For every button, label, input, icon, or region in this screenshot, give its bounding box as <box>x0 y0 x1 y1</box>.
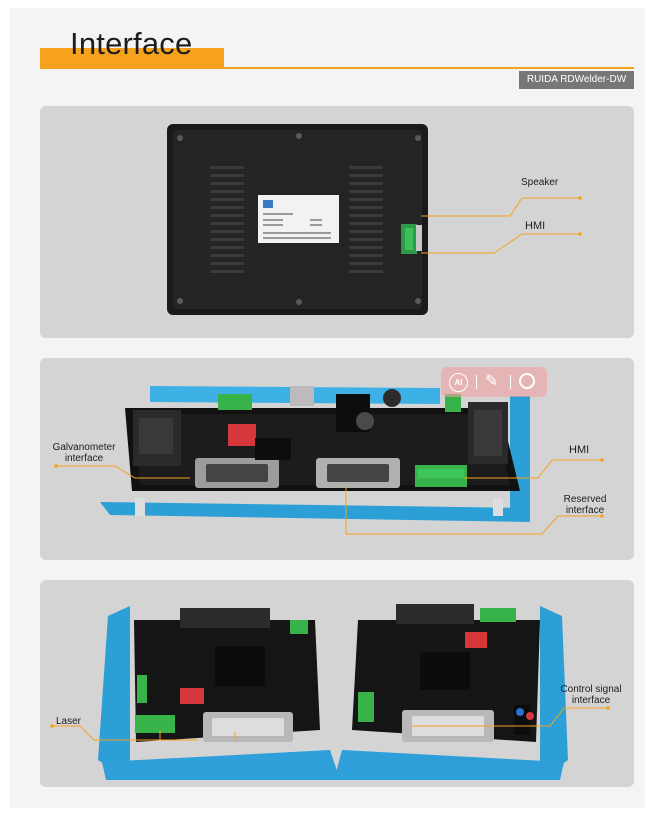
board-front-panel: AI ✎ Galvanometer interface HMI Reserved… <box>40 358 634 560</box>
search-icon[interactable] <box>519 373 535 389</box>
hmi-back-illustration <box>167 124 582 315</box>
speaker-callout-label: Speaker <box>521 177 559 188</box>
board-sides-panel: Laser Control signal interface <box>40 580 634 787</box>
page-title: Interface <box>70 26 193 61</box>
toolbar-divider <box>476 375 477 389</box>
hmi-callout-label: HMI <box>569 444 590 456</box>
title-underline <box>224 67 634 69</box>
hmi-back-panel: Speaker HMI <box>40 106 634 338</box>
board-front-illustration <box>54 386 604 535</box>
brand-tag: RUIDA RDWelder-DW <box>519 71 634 89</box>
title-accent-bar <box>40 48 224 69</box>
toolbar-divider <box>510 375 511 389</box>
reserved-callout-label: Reserved interface <box>563 494 607 516</box>
magic-wand-icon[interactable]: ✎ <box>485 373 499 390</box>
hmi-callout-label: HMI <box>525 220 546 232</box>
product-page: Interface RUIDA RDWelder-DW <box>10 8 645 808</box>
board-sides-illustration <box>50 604 610 780</box>
laser-callout-label: Laser <box>56 716 82 727</box>
galvanometer-callout-label: Galvanometer interface <box>52 442 116 464</box>
ai-icon[interactable]: AI <box>449 373 468 392</box>
control-signal-callout-label: Control signal interface <box>560 684 622 706</box>
image-tools-toolbar: AI ✎ <box>441 367 547 397</box>
